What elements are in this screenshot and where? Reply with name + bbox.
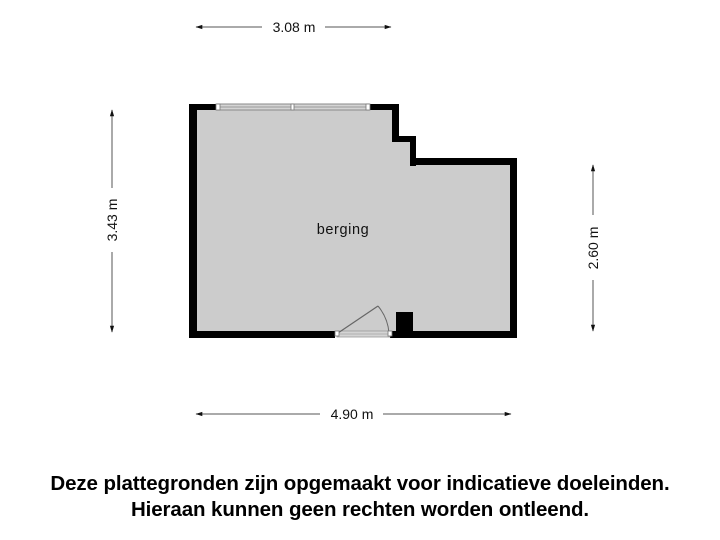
door bbox=[334, 305, 393, 338]
room-floor-berging bbox=[196, 109, 510, 331]
svg-text:3.43 m: 3.43 m bbox=[104, 199, 120, 242]
svg-text:2.60 m: 2.60 m bbox=[585, 227, 601, 270]
dimension-top: 3.08 m bbox=[195, 19, 392, 35]
svg-text:4.90 m: 4.90 m bbox=[331, 406, 374, 422]
svg-text:3.08 m: 3.08 m bbox=[273, 19, 316, 35]
dimension-left: 3.43 m bbox=[104, 109, 120, 333]
window bbox=[215, 103, 371, 111]
dimension-right: 2.60 m bbox=[585, 164, 601, 332]
disclaimer-line-2: Hieraan kunnen geen rechten worden ontle… bbox=[130, 498, 590, 521]
walls bbox=[189, 104, 517, 338]
dimension-bottom: 4.90 m bbox=[195, 406, 512, 422]
room-label: berging bbox=[317, 222, 370, 238]
disclaimer-line-1: Deze plattegronden zijn opgemaakt voor i… bbox=[50, 472, 670, 495]
